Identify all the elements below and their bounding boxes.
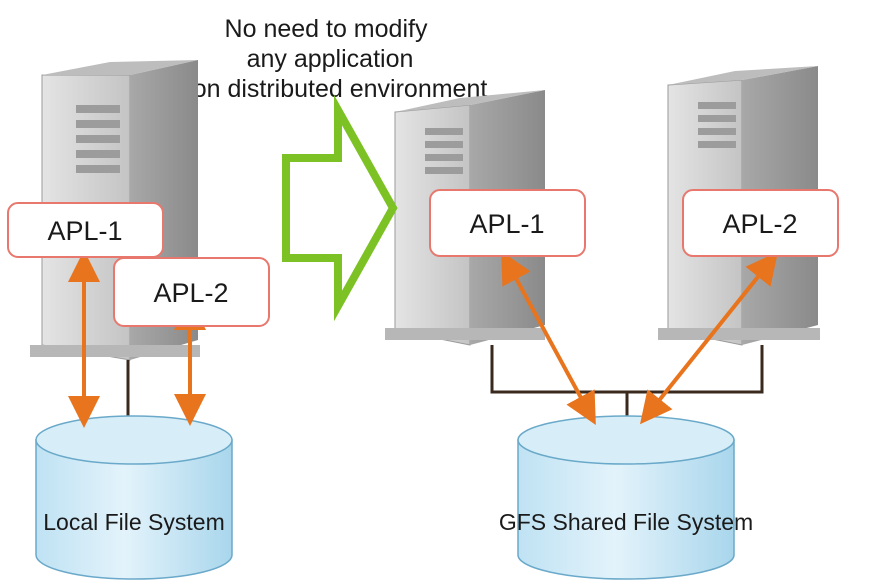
left-apl1-box: APL-1 — [7, 202, 164, 258]
right-server-1-foot — [385, 328, 545, 340]
right-server-2-vents — [698, 102, 736, 148]
right-server-2-top — [668, 66, 818, 85]
left-apl2-label: APL-2 — [153, 278, 228, 308]
caption-line-1: No need to modify — [225, 15, 428, 43]
local-file-system: Local File System — [35, 415, 233, 580]
left-server-top — [42, 60, 198, 75]
caption-line-3: on distributed environment — [193, 75, 488, 103]
right-server-1-top — [395, 90, 545, 112]
local-file-system-label: Local File System — [43, 509, 225, 535]
right-apl2-box: APL-2 — [682, 189, 839, 257]
left-server-foot — [30, 345, 200, 357]
caption: No need to modify any application on dis… — [193, 15, 488, 103]
right-server-1-link — [490, 345, 627, 394]
left-apl1-label: APL-1 — [47, 216, 122, 246]
right-apl2-io-arrow — [640, 251, 778, 425]
right-server-1-vents — [425, 128, 463, 174]
connection-lines — [126, 345, 764, 428]
transition-arrow-icon — [282, 94, 398, 322]
right-apl1-box: APL-1 — [429, 189, 586, 257]
right-server-2-foot — [658, 328, 820, 340]
left-apl2-box: APL-2 — [113, 257, 270, 327]
gfs-shared-file-system: GFS Shared File System — [499, 415, 753, 580]
right-server-2-link — [627, 345, 764, 394]
right-apl1-io-arrow — [501, 250, 596, 426]
left-server-vents — [76, 105, 120, 173]
gfs-shared-file-system-label: GFS Shared File System — [499, 509, 753, 535]
caption-line-2: any application — [247, 45, 414, 73]
right-apl2-label: APL-2 — [722, 209, 797, 239]
right-apl1-label: APL-1 — [469, 209, 544, 239]
